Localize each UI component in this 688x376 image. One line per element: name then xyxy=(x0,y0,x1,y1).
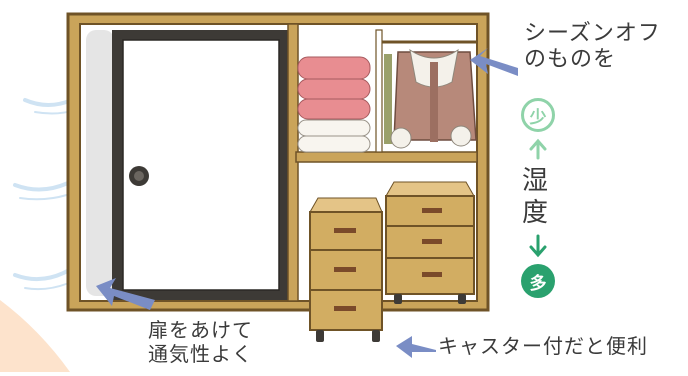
humidity-label-line2: 度 xyxy=(522,198,549,228)
background-blob xyxy=(0,300,70,372)
door-open-label-line2: 通気性よく xyxy=(148,342,253,366)
humidity-arrow-up-icon xyxy=(529,138,547,160)
humidity-arrow-down-icon xyxy=(529,234,547,258)
humidity-low-badge: 少 xyxy=(521,98,555,132)
season-off-label-line1: シーズンオフ xyxy=(524,21,661,46)
sliding-door xyxy=(112,30,290,300)
caster-tip-label: キャスター付だと便利 xyxy=(438,334,648,358)
door-open-label-line1: 扉をあけて xyxy=(148,318,253,342)
humidity-label-line1: 湿 xyxy=(522,166,549,196)
caster-icon xyxy=(316,330,380,342)
drawer-cart-right xyxy=(385,181,475,304)
arrow-icon xyxy=(96,48,518,358)
hanging-coat xyxy=(384,48,477,149)
folded-towels xyxy=(297,56,371,153)
drawer-cart-left xyxy=(309,197,383,342)
humidity-high-badge: 多 xyxy=(521,264,555,298)
season-off-label-line2: のものを xyxy=(524,47,617,72)
